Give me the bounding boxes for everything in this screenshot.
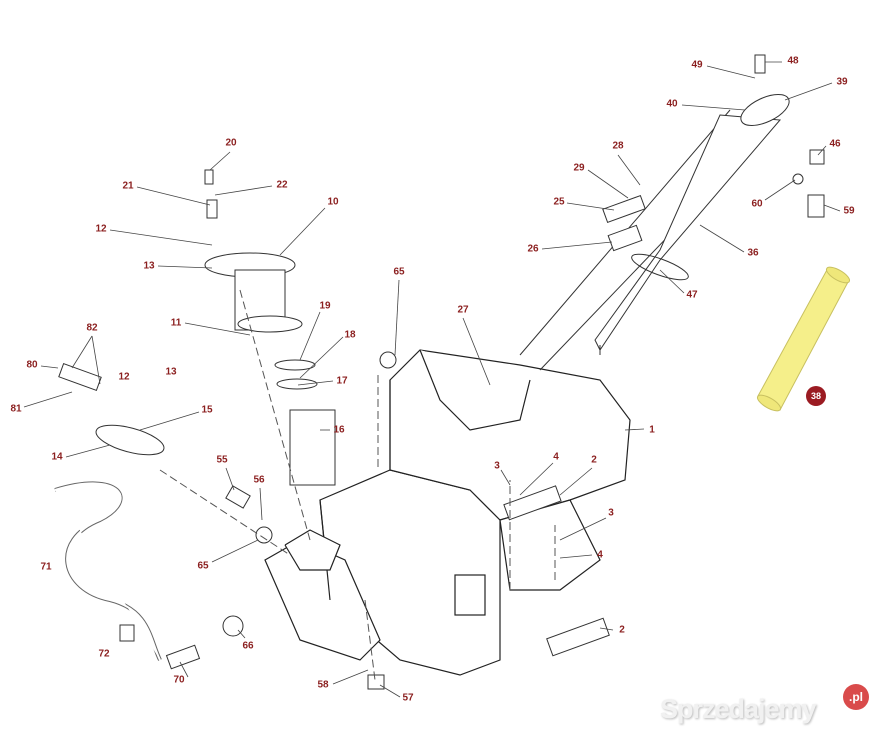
- part-label[interactable]: 15: [201, 404, 213, 416]
- part-label[interactable]: 18: [344, 329, 356, 341]
- part-label[interactable]: 47: [686, 289, 698, 301]
- part-label[interactable]: 10: [327, 196, 339, 208]
- part-label[interactable]: 36: [747, 247, 759, 259]
- part-label[interactable]: 49: [691, 59, 703, 71]
- part-label[interactable]: 40: [666, 98, 678, 110]
- part-label[interactable]: 11: [170, 317, 182, 329]
- part-label[interactable]: 3: [494, 460, 500, 472]
- part-label[interactable]: 70: [173, 674, 185, 686]
- part-label[interactable]: 21: [122, 180, 134, 192]
- part-label[interactable]: 65: [197, 560, 209, 572]
- part-label[interactable]: 25: [553, 196, 565, 208]
- part-label[interactable]: 60: [751, 198, 763, 210]
- fuel-sender: [204, 169, 336, 486]
- misc-parts: [54, 194, 646, 690]
- highlighted-tube-38: [756, 266, 851, 412]
- part-label[interactable]: 12: [118, 371, 130, 383]
- part-label[interactable]: 65: [393, 266, 405, 278]
- part-label[interactable]: 20: [225, 137, 237, 149]
- part-label[interactable]: 81: [10, 403, 22, 415]
- part-label[interactable]: 55: [216, 454, 228, 466]
- part-label[interactable]: 2: [619, 624, 625, 636]
- part-label[interactable]: 12: [95, 223, 107, 235]
- part-label[interactable]: 3: [608, 507, 614, 519]
- part-label[interactable]: 56: [253, 474, 265, 486]
- part-label[interactable]: 66: [242, 640, 254, 652]
- part-label[interactable]: 39: [836, 76, 848, 88]
- part-label[interactable]: 48: [787, 55, 799, 67]
- part-label[interactable]: 13: [165, 366, 177, 378]
- part-label[interactable]: 72: [98, 648, 110, 660]
- filler-neck: [519, 109, 782, 371]
- part-label[interactable]: 71: [40, 561, 52, 573]
- part-label[interactable]: 29: [573, 162, 585, 174]
- part-label[interactable]: 28: [612, 140, 624, 152]
- assembly-guides: [159, 289, 556, 681]
- filler-cap: [740, 54, 825, 218]
- leader-lines: [23, 61, 841, 698]
- part-label[interactable]: 26: [527, 243, 539, 255]
- part-label[interactable]: 22: [276, 179, 288, 191]
- part-label[interactable]: 2: [591, 454, 597, 466]
- part-label[interactable]: 19: [319, 300, 331, 312]
- part-label[interactable]: 57: [402, 692, 414, 704]
- part-label[interactable]: 46: [829, 138, 841, 150]
- part-label[interactable]: 13: [143, 260, 155, 272]
- part-label[interactable]: 58: [317, 679, 329, 691]
- watermark-logo: Sprzedajemy: [660, 694, 817, 724]
- part-label[interactable]: 17: [336, 375, 348, 387]
- part-label[interactable]: 4: [553, 451, 559, 463]
- part-label[interactable]: 16: [333, 424, 345, 436]
- watermark-badge: .pl: [843, 684, 869, 710]
- part-label[interactable]: 80: [26, 359, 38, 371]
- part-label[interactable]: 27: [457, 304, 469, 316]
- part-label[interactable]: 4: [597, 549, 603, 561]
- part-label[interactable]: 14: [51, 451, 63, 463]
- part-label[interactable]: 82: [86, 322, 98, 334]
- fuel-tank: [264, 349, 631, 676]
- part-label[interactable]: 59: [843, 205, 855, 217]
- highlighted-part-badge[interactable]: 38: [806, 386, 826, 406]
- part-label[interactable]: 1: [649, 424, 655, 436]
